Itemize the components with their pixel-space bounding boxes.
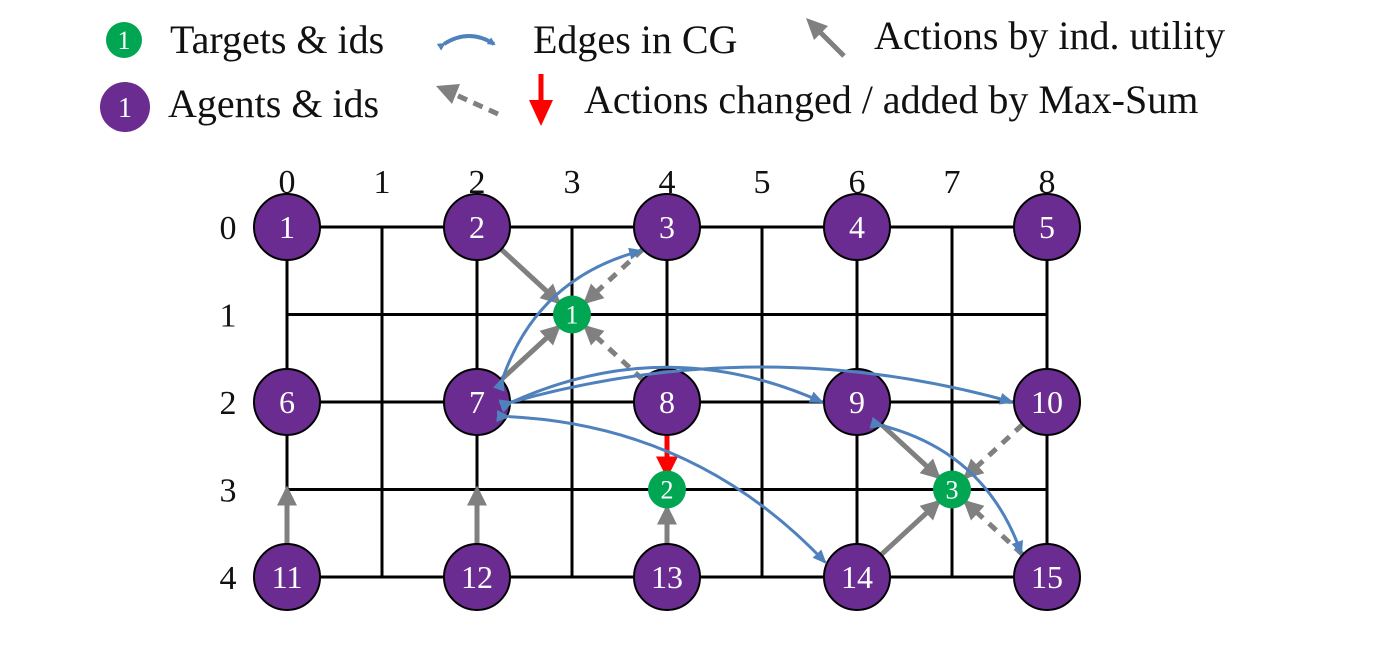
column-label-4: 4 (659, 164, 676, 201)
agent-6: 6 (253, 368, 321, 436)
agent-id-label: 6 (279, 384, 295, 420)
agent-2: 2 (443, 193, 511, 261)
target-id-label: 1 (566, 301, 579, 330)
column-label-7: 7 (944, 164, 961, 201)
row-label-0: 0 (220, 210, 237, 247)
agent-10: 10 (1013, 368, 1081, 436)
agent-circle (1013, 193, 1081, 261)
legend-ind-actions-label: Actions by ind. utility (874, 13, 1226, 58)
legend-edges-label: Edges in CG (533, 17, 738, 62)
agent-4: 4 (823, 193, 891, 261)
agent-id-label: 8 (659, 384, 675, 420)
agent-14: 14 (823, 543, 891, 611)
legend-target-marker: 1 (106, 22, 142, 58)
cg-edge-7-9 (498, 365, 824, 413)
legend-maxsum-dashed-icon (436, 84, 500, 117)
agent-circle (253, 368, 321, 436)
agent-id-label: 12 (461, 559, 493, 595)
maxsum-action-agent-3 (583, 247, 645, 305)
column-label-8: 8 (1039, 164, 1056, 201)
column-label-5: 5 (754, 164, 771, 201)
row-label-4: 4 (220, 560, 237, 597)
cg-edge-7-3 (493, 247, 644, 392)
agent-id-label: 2 (469, 209, 485, 245)
cg-edge-7-10 (498, 365, 1014, 412)
column-label-0: 0 (279, 164, 296, 201)
agent-11: 11 (253, 543, 321, 611)
agent-id-label: 7 (469, 384, 485, 420)
legend-target-circle (106, 22, 142, 58)
agent-15: 15 (1013, 543, 1081, 611)
agent-id-label: 4 (849, 209, 865, 245)
agent-circle (253, 543, 321, 611)
column-label-2: 2 (469, 164, 486, 201)
column-label-3: 3 (564, 164, 581, 201)
legend-maxsum-label: Actions changed / added by Max-Sum (584, 77, 1199, 122)
legend-agent-id: 1 (118, 93, 132, 124)
agent-1: 1 (253, 193, 321, 261)
agent-id-label: 13 (651, 559, 683, 595)
agent-id-label: 9 (849, 384, 865, 420)
agent-3: 3 (633, 193, 701, 261)
row-label-2: 2 (220, 385, 237, 422)
maxsum-action-agent-15 (963, 499, 1025, 557)
agent-circle (1013, 543, 1081, 611)
target-3: 3 (933, 470, 971, 509)
agent-id-label: 11 (272, 559, 303, 595)
maxsum-action-agent-10 (963, 422, 1025, 480)
agent-circle (443, 193, 511, 261)
target-id-label: 2 (661, 476, 674, 505)
agent-id-label: 14 (841, 559, 873, 595)
row-label-1: 1 (220, 298, 237, 335)
target-2: 2 (648, 470, 686, 509)
agent-circle (1013, 368, 1081, 436)
cg-edge-9-15 (869, 416, 1023, 556)
row-label-3: 3 (220, 473, 237, 510)
agent-12: 12 (443, 543, 511, 611)
ind-action-agent-14 (879, 499, 941, 557)
ind-action-agent-9 (879, 422, 941, 480)
agent-id-label: 5 (1039, 209, 1055, 245)
column-label-1: 1 (374, 164, 391, 201)
legend-ind-action-icon (806, 18, 846, 58)
legend-targets-label: Targets & ids (170, 17, 385, 62)
legend-agent-circle (100, 82, 150, 132)
agent-13: 13 (633, 543, 701, 611)
agent-7: 7 (443, 368, 511, 436)
agent-8: 8 (633, 368, 701, 436)
ind-action-agent-7 (499, 324, 561, 382)
agent-id-label: 1 (279, 209, 295, 245)
agent-id-label: 3 (659, 209, 675, 245)
cg-edges (493, 247, 1023, 564)
agent-5: 5 (1013, 193, 1081, 261)
agent-circle (253, 193, 321, 261)
legend-edge-icon (436, 34, 496, 51)
target-id-label: 3 (946, 476, 959, 505)
agent-id-label: 15 (1031, 559, 1063, 595)
agent-circle (633, 193, 701, 261)
agent-circle (823, 543, 891, 611)
legend-maxsum-changed-icon (529, 74, 553, 126)
agent-circle (443, 543, 511, 611)
ind-action-agent-2 (499, 247, 561, 305)
legend-target-id: 1 (118, 26, 131, 55)
agent-circle (823, 193, 891, 261)
legend-agent-marker: 1 (100, 82, 150, 132)
agent-id-label: 10 (1031, 384, 1063, 420)
column-label-6: 6 (849, 164, 866, 201)
legend-agents-label: Agents & ids (168, 81, 380, 126)
cg-edge-7-14 (496, 410, 827, 564)
target-1: 1 (553, 295, 591, 334)
agent-9: 9 (823, 368, 891, 436)
